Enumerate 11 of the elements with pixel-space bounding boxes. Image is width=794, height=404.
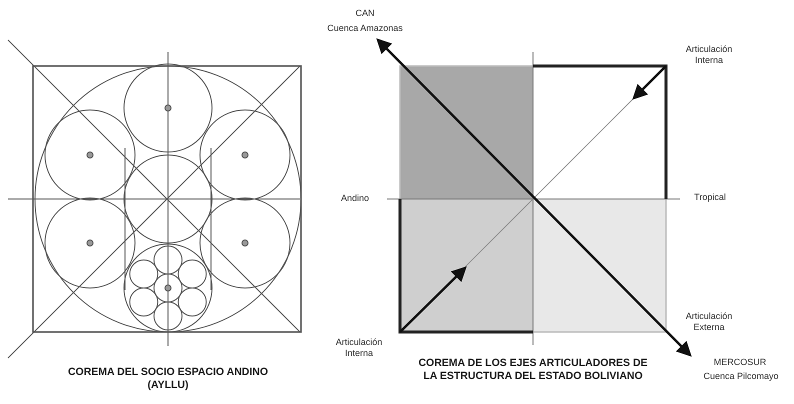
place-label: Articulación Externa	[684, 311, 734, 333]
figure-caption: COREMA DE LOS EJES ARTICULADORES DE LA ESTRUCTURA DEL ESTADO BOLIVIANO	[418, 357, 648, 383]
place-label: MERCOSUR	[712, 357, 768, 368]
place-label: Tropical	[693, 192, 727, 203]
place-label: Articulación Interna	[684, 44, 734, 66]
place-label: CAN	[354, 8, 376, 19]
place-label: Articulación Interna	[334, 337, 384, 359]
place-label: Cuenca Amazonas	[326, 23, 404, 34]
place-label: Cuenca Pilcomayo	[702, 371, 780, 382]
place-label: Andino	[340, 193, 370, 204]
figure-caption: COREMA DEL SOCIO ESPACIO ANDINO (AYLLU)	[66, 366, 270, 392]
